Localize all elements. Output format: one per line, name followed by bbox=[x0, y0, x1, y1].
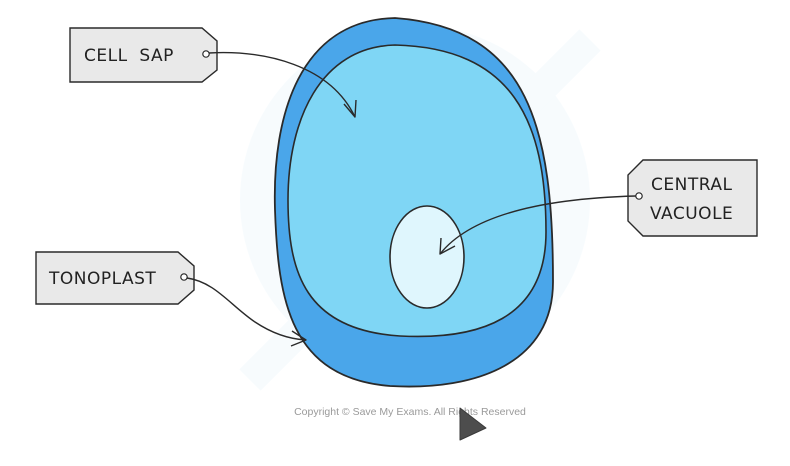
central-vacuole bbox=[389, 205, 465, 309]
tag-tonoplast: TONOPLAST bbox=[35, 251, 195, 305]
arrowhead-tonoplast bbox=[290, 330, 307, 347]
copyright-text: Copyright © Save My Exams. All Rights Re… bbox=[294, 406, 526, 418]
mouse-pointer-icon bbox=[459, 407, 487, 441]
tag-cell-sap: CELL SAP bbox=[69, 27, 218, 83]
label-central-vacuole-line2: VACUOLE bbox=[650, 204, 733, 224]
arrow-cell-sap bbox=[208, 51, 356, 118]
arrow-tonoplast bbox=[186, 277, 307, 341]
arrowhead-central-vacuole bbox=[439, 237, 456, 255]
label-central-vacuole-line1: CENTRAL bbox=[651, 175, 732, 195]
label-cell-sap: CELL SAP bbox=[84, 46, 174, 66]
label-tonoplast: TONOPLAST bbox=[48, 269, 156, 289]
tag-central-vacuole: CENTRAL VACUOLE bbox=[627, 159, 758, 237]
arrow-central-vacuole bbox=[439, 195, 637, 255]
cell-sap-region bbox=[287, 44, 547, 338]
arrowhead-cell-sap bbox=[343, 99, 357, 118]
